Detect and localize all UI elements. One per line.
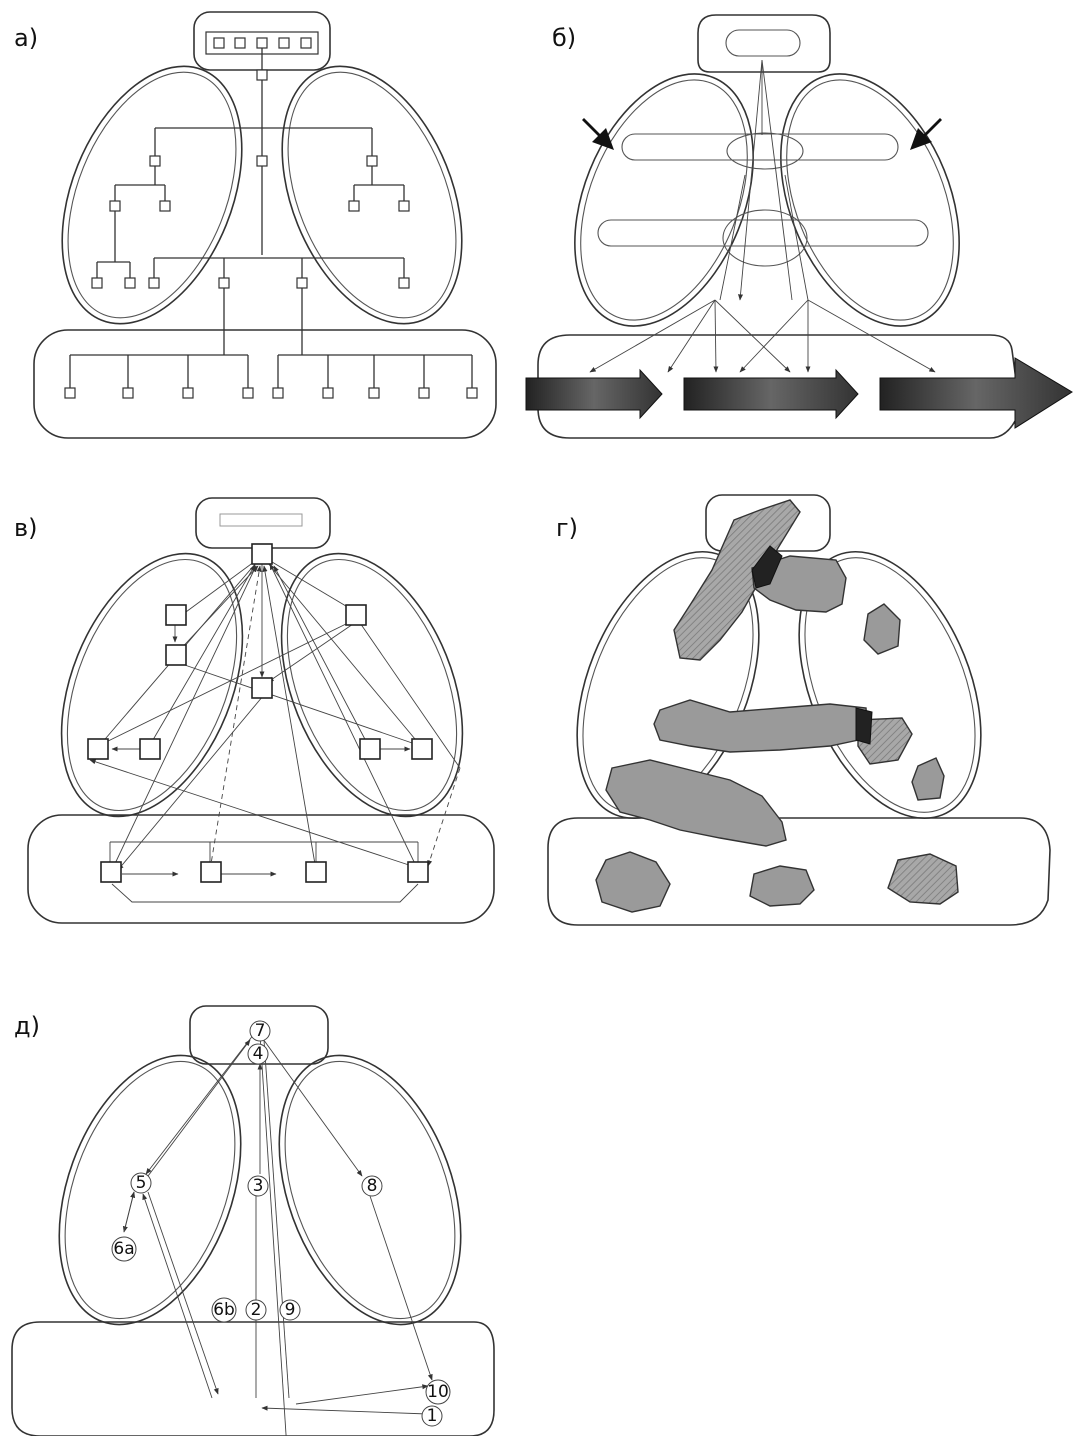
pathway-node-6b: 6b — [212, 1298, 236, 1322]
pathway-node-1: 1 — [422, 1406, 442, 1426]
pathway-node-3: 3 — [248, 1176, 268, 1196]
pathway-node-label: 8 — [367, 1176, 378, 1196]
pathway-node-2: 2 — [246, 1300, 266, 1320]
pathway-node-label: 1 — [427, 1406, 438, 1426]
pathway-node-10: 10 — [426, 1380, 450, 1404]
pathway-node-6a: 6a — [112, 1237, 136, 1261]
pathway-node-label: 9 — [285, 1300, 296, 1320]
pathway-node-label: 10 — [427, 1382, 449, 1402]
pathway-node-4: 4 — [248, 1044, 268, 1064]
pathway-node-8: 8 — [362, 1176, 382, 1196]
pathway-node-label: 6a — [113, 1239, 134, 1259]
pathway-node-label: 5 — [136, 1173, 147, 1193]
pathway-node-label: 2 — [251, 1300, 262, 1320]
pathway-node-label: 4 — [253, 1044, 264, 1064]
pathway-node-9: 9 — [280, 1300, 300, 1320]
pathway-node-5: 5 — [131, 1173, 151, 1193]
pathway-node-7: 7 — [250, 1021, 270, 1041]
pathway-node-label: 6b — [213, 1300, 235, 1320]
pathway-node-label: 7 — [255, 1021, 266, 1041]
panel-d-nodes: 7 4 3 5 8 6a 6b 2 9 10 1 — [112, 1021, 450, 1426]
pathway-node-label: 3 — [253, 1176, 264, 1196]
